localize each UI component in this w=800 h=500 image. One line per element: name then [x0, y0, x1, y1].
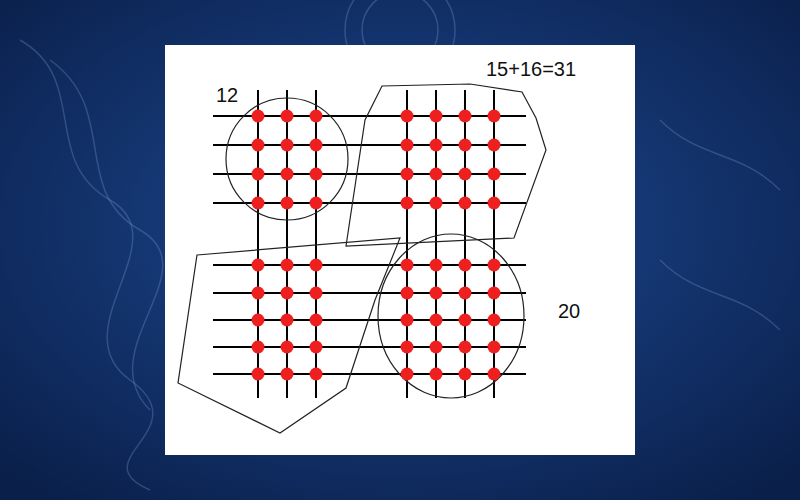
intersection-dot [252, 287, 265, 300]
intersection-dot [488, 259, 501, 272]
group-polygon [346, 84, 546, 246]
intersection-dot [488, 314, 501, 327]
intersection-dot [488, 287, 501, 300]
intersection-dot [459, 110, 472, 123]
intersection-dot [281, 197, 294, 210]
intersection-dot [281, 168, 294, 181]
intersection-dot [430, 287, 443, 300]
white-panel [165, 45, 635, 455]
intersection-dot [488, 110, 501, 123]
intersection-dot [459, 287, 472, 300]
intersection-dot [281, 139, 294, 152]
intersection-dot [430, 341, 443, 354]
intersection-dot [310, 259, 323, 272]
intersection-dot [310, 197, 323, 210]
intersection-dot [281, 287, 294, 300]
intersection-dot [430, 139, 443, 152]
intersection-dot [401, 139, 414, 152]
intersection-dot [281, 368, 294, 381]
intersection-dot [430, 368, 443, 381]
intersection-dot [401, 259, 414, 272]
intersection-dot [430, 197, 443, 210]
intersection-dot [252, 314, 265, 327]
intersection-dot [401, 287, 414, 300]
intersection-dot [252, 139, 265, 152]
intersection-dot [310, 314, 323, 327]
intersection-dot [401, 314, 414, 327]
intersection-dot [281, 341, 294, 354]
intersection-dot [310, 110, 323, 123]
intersection-dot [459, 368, 472, 381]
intersection-dot [430, 259, 443, 272]
intersection-dot [401, 368, 414, 381]
intersection-dot [252, 341, 265, 354]
intersection-dot [459, 341, 472, 354]
intersection-dot [459, 259, 472, 272]
intersection-dot [252, 168, 265, 181]
intersection-dot [488, 368, 501, 381]
group-count: 12 [214, 84, 240, 106]
intersection-dot [488, 168, 501, 181]
intersection-dot [310, 168, 323, 181]
group-count: 20 [556, 300, 582, 322]
intersection-dot [401, 197, 414, 210]
intersection-dot [401, 110, 414, 123]
intersection-dot [281, 259, 294, 272]
intersection-dot [252, 368, 265, 381]
intersection-dot [281, 110, 294, 123]
intersection-dot [252, 197, 265, 210]
intersection-dot [252, 110, 265, 123]
intersection-dot [488, 139, 501, 152]
group-count: 15+16=31 [484, 58, 578, 80]
intersection-dot [281, 314, 294, 327]
intersection-dot [430, 168, 443, 181]
intersection-dot [488, 197, 501, 210]
intersection-dot [459, 139, 472, 152]
background-ornament [20, 0, 780, 490]
intersection-dot [310, 139, 323, 152]
intersection-dot [430, 110, 443, 123]
intersection-dot [459, 168, 472, 181]
group-polygon [178, 238, 400, 433]
intersection-dot [401, 341, 414, 354]
intersection-dot [310, 341, 323, 354]
intersection-dot [488, 341, 501, 354]
group-circle [226, 98, 348, 220]
intersection-dot [401, 168, 414, 181]
intersection-dot [459, 197, 472, 210]
intersection-dot [310, 287, 323, 300]
group-circle [378, 234, 524, 398]
intersection-dot [430, 314, 443, 327]
intersection-dot [252, 259, 265, 272]
intersection-dot [310, 368, 323, 381]
intersection-dot [459, 314, 472, 327]
